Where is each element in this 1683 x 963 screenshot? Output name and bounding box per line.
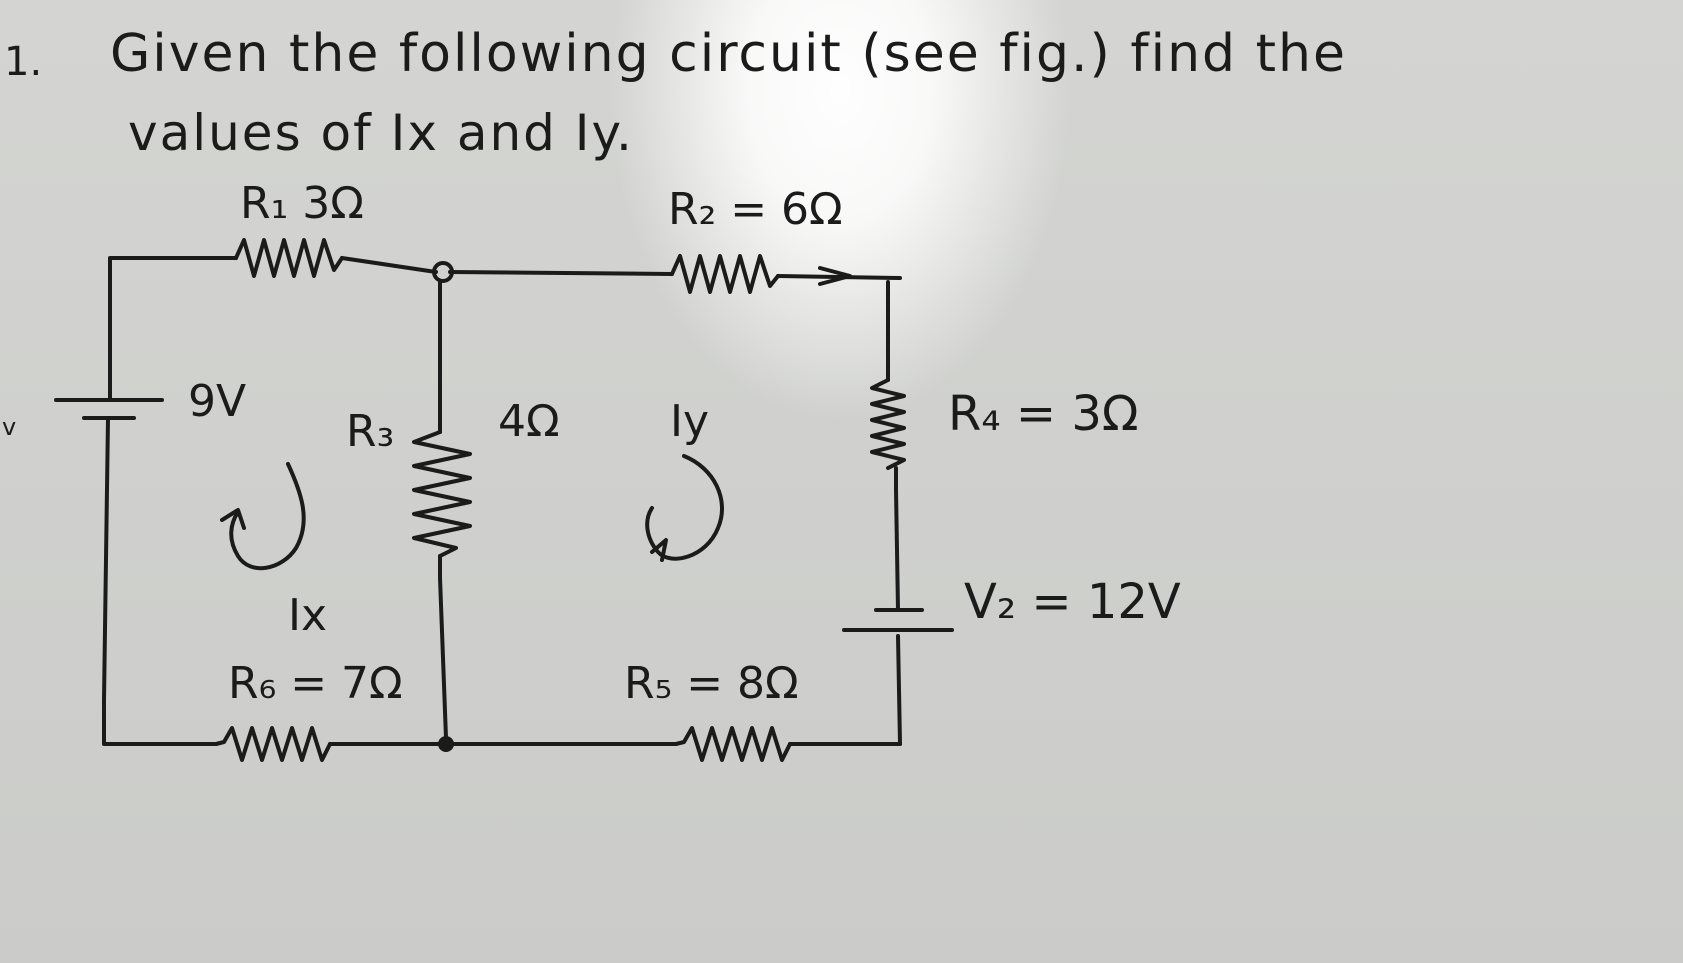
wire-node-r2 — [448, 270, 674, 276]
loop-arrow-left-head — [220, 508, 246, 530]
resistor-r4 — [870, 378, 906, 470]
wire-middle-bottom — [438, 554, 448, 740]
resistor-r1 — [234, 238, 344, 278]
current-arrow — [818, 266, 852, 286]
label-r3-value: 4Ω — [498, 396, 560, 447]
label-r4: R₄ = 3Ω — [948, 386, 1139, 442]
question-text-line1: Given the following circuit (see fig.) f… — [110, 24, 1347, 84]
loop-arrow-right-head — [650, 538, 668, 562]
wire-top-left — [108, 256, 238, 322]
label-iy-loop: Iy — [670, 396, 710, 447]
resistor-r2 — [670, 254, 780, 294]
resistor-r6 — [214, 726, 332, 762]
loop-arrow-left — [229, 462, 306, 571]
label-r3-name: R₃ — [346, 406, 395, 457]
node-bottom-middle — [438, 736, 454, 752]
wire-v2-bottom — [896, 634, 902, 746]
question-text-line2: values of Ix and Iy. — [128, 104, 634, 162]
label-r1: R₁ 3Ω — [240, 178, 364, 229]
resistor-r5 — [674, 726, 792, 762]
label-r6: R₆ = 7Ω — [228, 658, 403, 709]
wire-r1-node — [340, 256, 438, 274]
label-r5: R₅ = 8Ω — [624, 658, 799, 709]
wire-r4-v2 — [894, 466, 900, 612]
loop-arrow-right — [645, 454, 724, 561]
margin-mark: v — [2, 413, 17, 441]
node-top-middle — [432, 261, 454, 283]
label-r2: R₂ = 6Ω — [668, 184, 843, 235]
label-v1: 9V — [188, 376, 247, 427]
wire-left-bottom — [102, 416, 110, 702]
wire-bottom-left — [102, 698, 218, 746]
question-number: 1. — [4, 39, 43, 85]
label-ix-loop: Ix — [288, 590, 328, 641]
label-v2: V₂ = 12V — [964, 574, 1181, 630]
resistor-r3 — [412, 430, 472, 558]
